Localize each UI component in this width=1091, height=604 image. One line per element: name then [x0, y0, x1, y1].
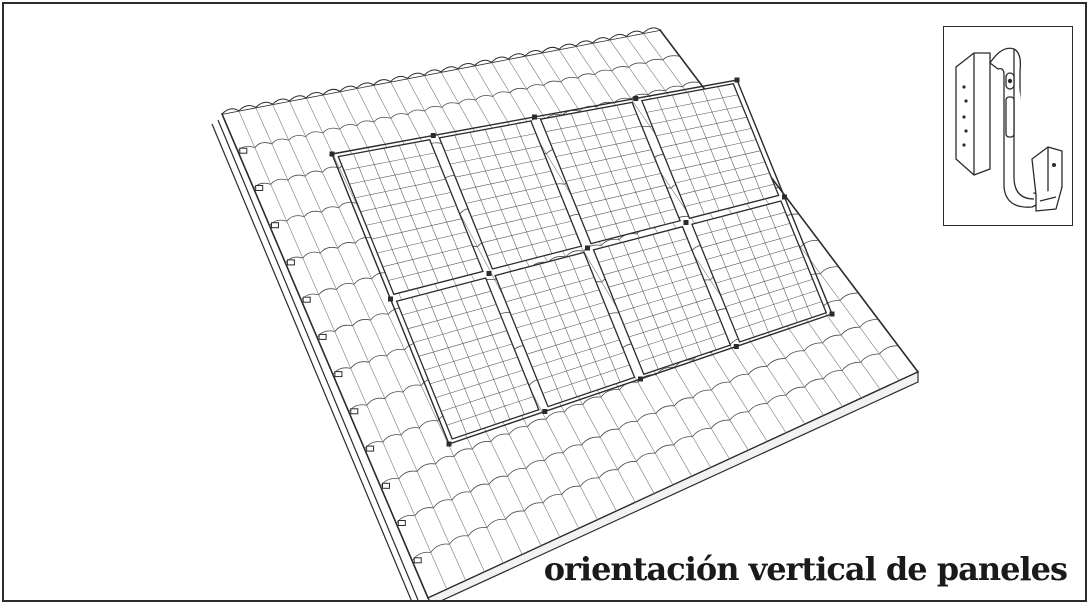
- panel-clamp: [633, 96, 639, 101]
- panel-clamp: [446, 441, 452, 447]
- panel-clamp: [829, 311, 835, 317]
- panel-clamp: [782, 194, 787, 200]
- roof-left-edge-rail: [211, 119, 422, 600]
- panel-clamp: [486, 271, 492, 276]
- solar-panel: [640, 82, 780, 220]
- caption: orientación vertical de paneles: [543, 550, 1068, 588]
- solar-panel-array: [329, 77, 835, 447]
- panel-clamp: [733, 344, 739, 349]
- panel-clamp: [683, 220, 689, 225]
- roof-diagram: [211, 27, 920, 600]
- roof-hook-bracket-icon: [955, 47, 1063, 212]
- panel-clamp: [734, 77, 740, 83]
- panel-clamp: [388, 296, 393, 302]
- solar-panel: [592, 225, 732, 376]
- solar-panel: [395, 277, 540, 440]
- panel-clamp: [638, 376, 643, 382]
- solar-panel: [438, 120, 583, 270]
- panel-clamp: [329, 151, 335, 157]
- solar-panel: [494, 251, 636, 408]
- solar-panel: [337, 138, 484, 296]
- panel-clamp: [532, 114, 537, 120]
- solar-panel: [691, 200, 828, 343]
- panel-clamp: [542, 409, 548, 414]
- bracket-detail-inset: [943, 26, 1073, 226]
- panel-clamp: [430, 133, 436, 138]
- panel-clamp: [585, 245, 590, 251]
- solar-panel: [539, 101, 681, 245]
